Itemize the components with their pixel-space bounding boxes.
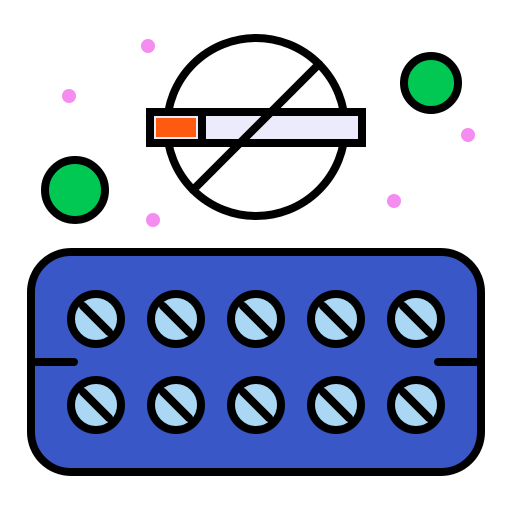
pill-icon bbox=[147, 290, 205, 348]
pill-icon bbox=[67, 376, 125, 434]
pill-score-line bbox=[399, 302, 433, 336]
pill-score-line bbox=[79, 302, 113, 336]
pill-score-line bbox=[399, 388, 433, 422]
pill-icon bbox=[227, 376, 285, 434]
green-dot-icon bbox=[41, 156, 109, 224]
pill-score-line bbox=[239, 302, 273, 336]
pill-icon bbox=[387, 290, 445, 348]
pill-icon bbox=[387, 376, 445, 434]
pink-dot-icon bbox=[461, 128, 475, 142]
pill-icon bbox=[67, 290, 125, 348]
no-smoking-slash bbox=[189, 60, 323, 194]
blister-pack-body bbox=[27, 248, 485, 476]
pill-score-line bbox=[319, 302, 353, 336]
pill-grid bbox=[67, 290, 445, 434]
pill-score-line bbox=[319, 388, 353, 422]
pink-dot-icon bbox=[62, 89, 76, 103]
pill-score-line bbox=[159, 302, 193, 336]
cigarette-filter bbox=[156, 118, 196, 137]
green-dot-icon bbox=[400, 52, 462, 114]
pill-score-line bbox=[79, 388, 113, 422]
pill-icon bbox=[227, 290, 285, 348]
pill-icon bbox=[147, 376, 205, 434]
pill-score-line bbox=[159, 388, 193, 422]
pink-dot-icon bbox=[146, 213, 160, 227]
pill-icon bbox=[307, 290, 365, 348]
pink-dot-icon bbox=[387, 194, 401, 208]
pink-dot-icon bbox=[141, 39, 155, 53]
pill-icon bbox=[307, 376, 365, 434]
pill-score-line bbox=[239, 388, 273, 422]
pill-blister-pack-icon bbox=[27, 248, 485, 476]
no-smoking-sign-icon bbox=[146, 34, 366, 220]
